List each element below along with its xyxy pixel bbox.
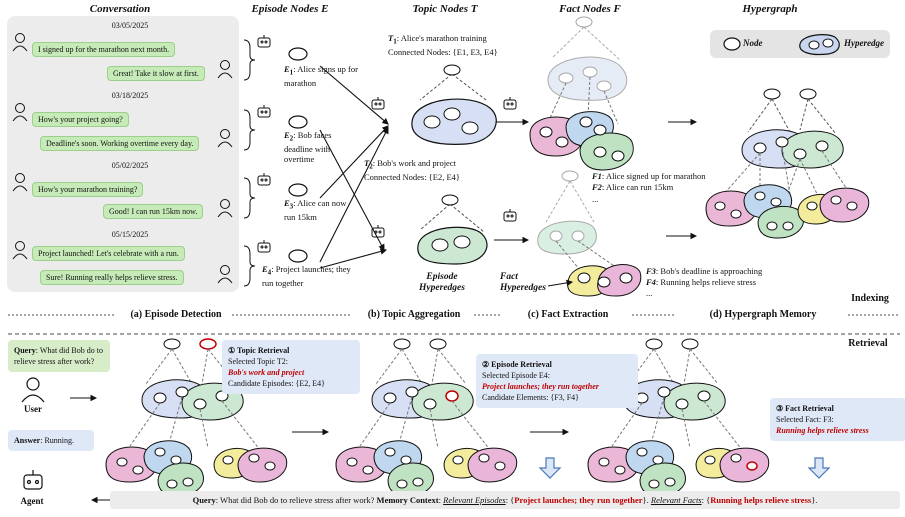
user-icon [12, 103, 28, 122]
section-b: (b) Topic Aggregation [367, 309, 461, 320]
retrieval-graphs [105, 338, 770, 497]
user-bubble-3: How's your marathon training? [32, 182, 144, 197]
fact-nodes-header: Fact Nodes F [559, 3, 621, 15]
agent-person-icon [217, 129, 233, 148]
topic-retrieval-callout: ① Topic Retrieval Selected Topic T2: Bob… [222, 340, 360, 394]
user-icon [26, 377, 40, 391]
date-2: 03/18/2025 [111, 91, 149, 100]
date-1: 03/05/2025 [111, 21, 149, 30]
episode-3-label: E3: Alice can now run 15km [284, 198, 347, 222]
retrieval-label: Retrieval [848, 338, 888, 349]
user-icon [21, 394, 45, 403]
agent-person-icon [217, 199, 233, 218]
topic-hyperedge-1 [411, 64, 497, 145]
episode-to-topic-arrows [319, 65, 389, 269]
query-bubble: Query: What did Bob do to relieve stress… [8, 340, 110, 372]
date-4: 05/15/2025 [111, 230, 149, 239]
episode-4-label: E4: Project launches; they run together [262, 264, 351, 288]
fact-cluster-bottom [537, 170, 642, 297]
topic-nodes-header: Topic Nodes T [412, 3, 478, 15]
fact-cluster-top [529, 16, 634, 171]
agent-robot-icon [23, 474, 43, 490]
user-bubble-4: Project launched! Let's celebrate with a… [32, 246, 185, 261]
fact-ellipsis-2: ... [646, 288, 653, 298]
hypergraph-memory [705, 88, 870, 239]
topic-hyperedge-2 [417, 194, 488, 265]
agent-bubble-1: Great! Take it slow at first. [107, 66, 205, 81]
user-bubble-1: I signed up for the marathon next month. [32, 42, 176, 57]
episode-node-ellipses [288, 47, 308, 263]
legend: Node Hyperedge [710, 30, 890, 58]
fact-hyperedges-label: Fact Hyperedges [500, 272, 546, 293]
section-c: (c) Fact Extraction [527, 309, 609, 320]
user-icon [12, 173, 28, 192]
episode-hyperedges-label: Episode Hyperedges [419, 272, 465, 293]
agent-bubble-4: Sure! Running really helps relieve stres… [40, 270, 184, 285]
legend-hyperedge-label: Hyperedge [844, 38, 884, 48]
episode-nodes-header: Episode Nodes E [251, 3, 329, 15]
user-label: User [24, 404, 42, 414]
fact-4-label: F4: Running helps relieve stress [646, 277, 757, 287]
agent-person-icon [217, 265, 233, 284]
robot-icons [257, 35, 517, 253]
date-3: 05/02/2025 [111, 161, 149, 170]
hypergraph-header: Hypergraph [742, 3, 798, 15]
section-rulers [8, 314, 900, 335]
legend-node-label: Node [743, 38, 763, 48]
user-icon [12, 33, 28, 52]
section-a: (a) Episode Detection [130, 309, 222, 320]
agent-bubble-3: Good! I can run 15km now. [103, 204, 204, 219]
answer-bubble: Answer: Running. [8, 430, 94, 451]
episode-2-label: E2: Bob faces deadline with overtime [284, 130, 332, 164]
conversation-header: Conversation [89, 3, 151, 15]
fact-ellipsis-1: ... [592, 194, 599, 204]
agent-person-icon [217, 60, 233, 79]
memory-context-bar: Query: What did Bob do to relieve stress… [110, 491, 900, 509]
section-d: (d) Hypergraph Memory [709, 309, 817, 320]
fact-1-label: F1: Alice signed up for marathon [592, 171, 706, 181]
user-bubble-2: How's your project going? [32, 112, 129, 127]
legend-node-icon [723, 37, 741, 51]
down-arrow-icons [538, 457, 831, 479]
agent-label: Agent [20, 496, 44, 506]
agent-bubble-2: Deadline's soon. Working overtime every … [40, 136, 200, 151]
legend-shapes [723, 34, 840, 56]
episode-retrieval-callout: ② Episode Retrieval Selected Episode E4:… [476, 354, 638, 408]
user-icon [12, 241, 28, 260]
fact-3-label: F3: Bob's deadline is approaching [646, 266, 763, 276]
episode-1-label: E1: Alice signs up for marathon [284, 64, 358, 88]
fact-retrieval-callout: ③ Fact Retrieval Selected Fact: F3: Runn… [770, 398, 905, 441]
episode-braces [243, 39, 256, 287]
indexing-label: Indexing [851, 293, 889, 304]
fact-2-label: F2: Alice can run 15km [592, 182, 674, 192]
